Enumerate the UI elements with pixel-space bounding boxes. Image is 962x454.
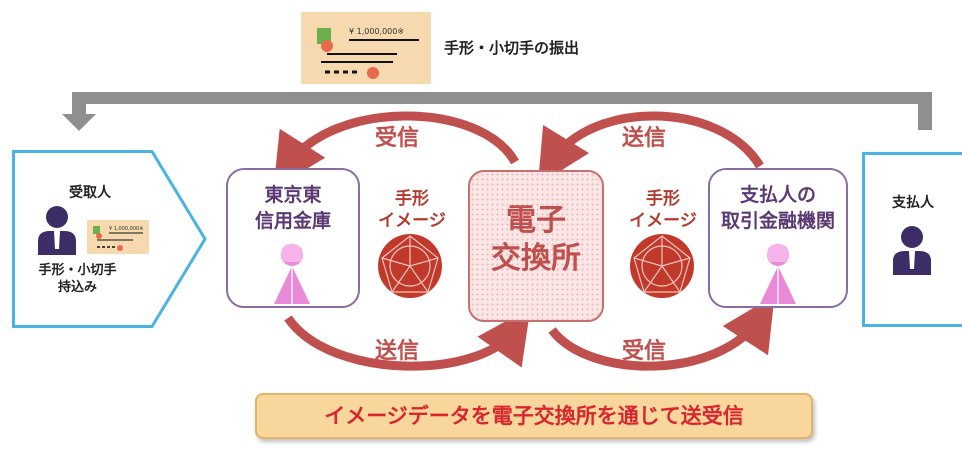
right-bank-clerk-icon: [760, 244, 796, 304]
flow-arrow-down-icon: [62, 114, 96, 131]
summary-banner-text: イメージデータを電子交換所を通じて送受信: [324, 404, 744, 428]
check-image: ¥ 1,000,000※: [301, 12, 431, 84]
exchange-box: 電子 交換所: [468, 170, 604, 322]
flow-label-bottom-right: 受信: [622, 339, 667, 364]
left-bank-box: 東京東 信用金庫: [226, 168, 360, 308]
right-bank-box: 支払人の 取引金融機関: [708, 168, 848, 308]
right-globe-icon: [630, 234, 694, 298]
left-bank-clerk-icon: [274, 244, 310, 304]
arrow-right-bank-to-exchange: [537, 111, 764, 185]
flow-bar-left-vertical: [72, 92, 86, 116]
receiver-check-icon: ¥ 1,000,000※: [87, 220, 149, 254]
issue-label: 手形・小切手の振出: [444, 39, 580, 57]
flow-bar-horizontal: [82, 92, 932, 104]
receiver-panel: 受取人 ¥ 1,000,000※ 手形・小切手 持込み: [12, 150, 207, 328]
left-bank-name: 東京東 信用金庫: [254, 184, 331, 232]
arrow-exchange-to-right-bank: [548, 295, 775, 371]
receiver-title: 受取人: [69, 185, 111, 201]
arrow-left-bank-to-exchange: [284, 307, 531, 371]
right-image-label: 手形 イメージ: [629, 189, 697, 231]
exchange-name: 電子 交換所: [491, 203, 581, 276]
right-bank-name: 支払人の 取引金融機関: [720, 184, 835, 232]
arrow-exchange-to-left-bank: [273, 111, 519, 189]
flow-label-bottom-left: 送信: [375, 339, 420, 364]
payer-title: 支払人: [892, 195, 934, 211]
flow-bar-right-vertical: [918, 92, 932, 130]
receiver-check-amount: ¥ 1,000,000※: [109, 226, 143, 232]
receiver-caption: 手形・小切手 持込み: [38, 263, 117, 295]
payer-panel: 支払人: [862, 152, 962, 327]
payer-person-icon: [893, 226, 931, 275]
receiver-person-icon: [38, 206, 76, 255]
left-image-label: 手形 イメージ: [378, 189, 446, 231]
flow-label-top-left: 受信: [375, 126, 420, 151]
check-amount: ¥ 1,000,000※: [349, 27, 404, 36]
flow-label-top-right: 送信: [622, 126, 667, 151]
summary-banner: イメージデータを電子交換所を通じて送受信: [255, 393, 813, 439]
left-globe-icon: [378, 234, 442, 298]
